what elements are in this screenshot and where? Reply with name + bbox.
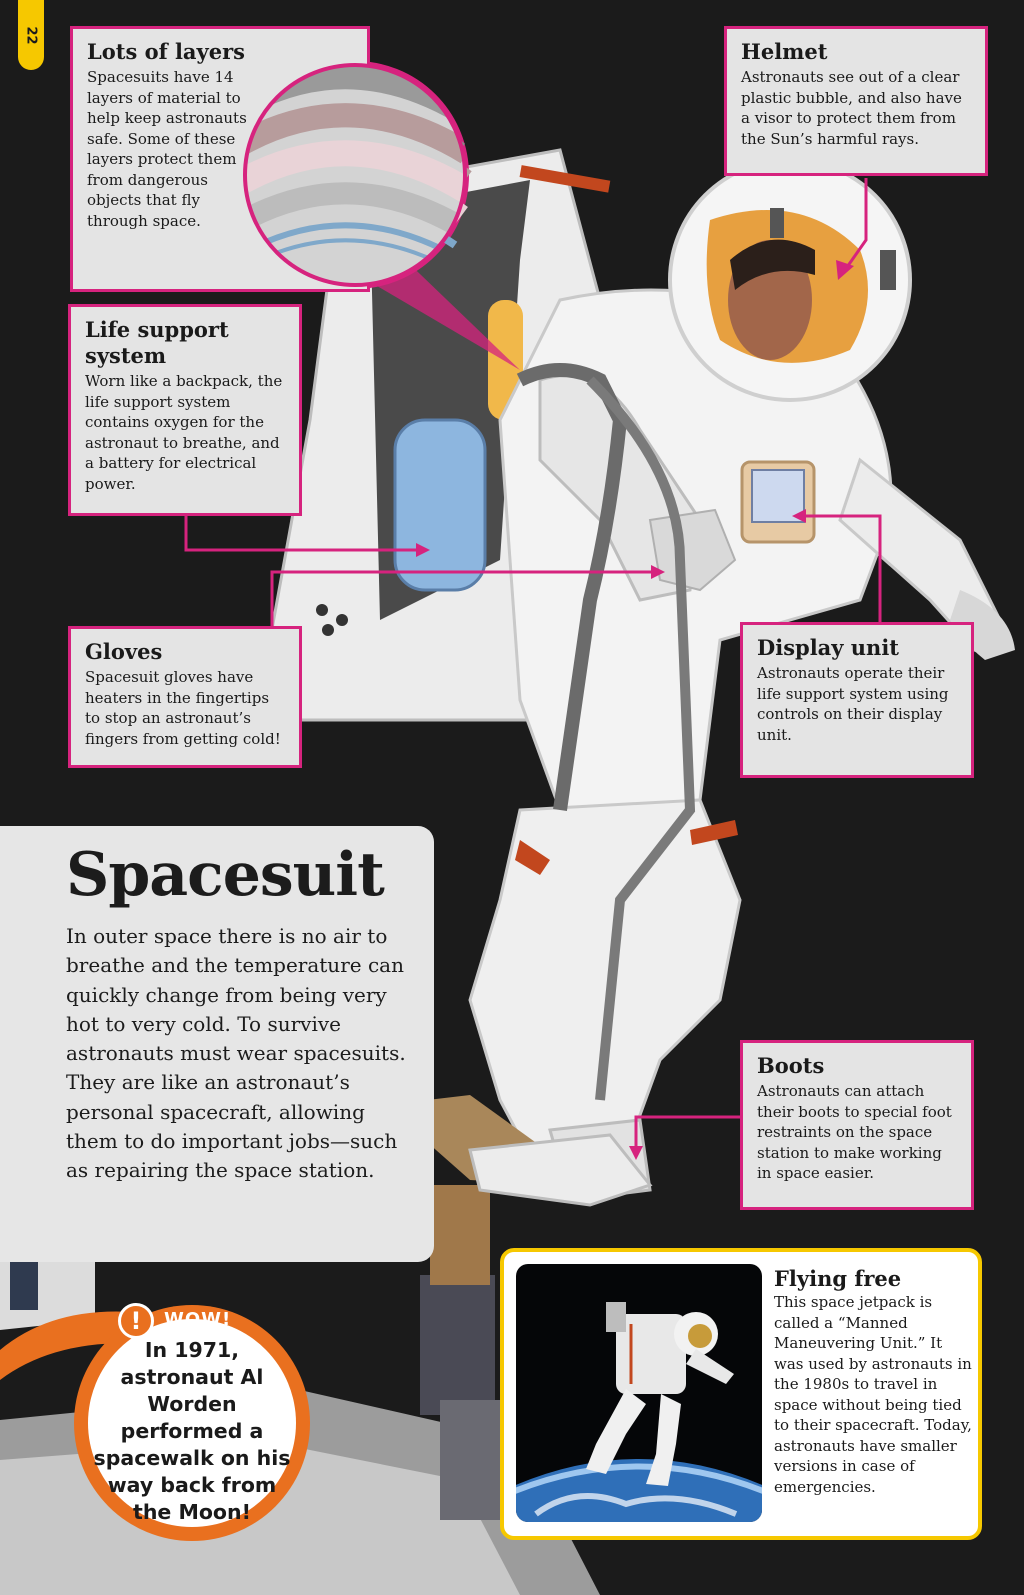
wow-fact-badge: In 1971, astronaut Al Worden performed a… [74, 1303, 310, 1541]
callout-title: Life support system [85, 317, 229, 368]
helmet [668, 158, 912, 402]
exclamation-icon: ! [118, 1303, 154, 1339]
callout-text: Astronauts can attach their boots to spe… [757, 1082, 952, 1182]
intro-text: In outer space there is no air to breath… [66, 924, 406, 1183]
flying-free-text-block: Flying free This space jetpack is called… [774, 1266, 974, 1497]
callout-text: Worn like a backpack, the life support s… [85, 372, 283, 493]
callout-title: Display unit [757, 635, 900, 660]
flying-free-title: Flying free [774, 1266, 902, 1291]
callout-arrowheads [416, 260, 854, 1160]
page-number-top: 22 [18, 0, 44, 70]
flying-free-text: This space jetpack is called a “Manned M… [774, 1293, 972, 1496]
callout-text: Astronauts operate their life support sy… [757, 664, 949, 744]
callout-text: Spacesuits have 14 layers of material to… [87, 68, 247, 230]
callout-text: Spacesuit gloves have heaters in the fin… [85, 668, 281, 748]
callout-gloves: Gloves Spacesuit gloves have heaters in … [68, 626, 302, 768]
wow-label: WOW! [164, 1309, 232, 1330]
wow-fact-body: In 1971, astronaut Al Worden performed a… [88, 1319, 296, 1527]
callout-lines [184, 178, 882, 1150]
layers-zoom-overlay [243, 63, 467, 287]
callout-title: Gloves [85, 639, 163, 664]
spacesuit-intro-panel: Spacesuit In outer space there is no air… [0, 826, 434, 1262]
callout-display-unit: Display unit Astronauts operate their li… [740, 622, 974, 778]
flying-free-box: Flying free This space jetpack is called… [500, 1248, 982, 1540]
spacesuit-body [468, 288, 1015, 1202]
callout-helmet: Helmet Astronauts see out of a clear pla… [724, 26, 988, 176]
callout-boots: Boots Astronauts can attach their boots … [740, 1040, 974, 1210]
callout-title: Helmet [741, 39, 828, 64]
mmu-astronaut-photo [516, 1264, 762, 1522]
wow-fact-text: In 1971, astronaut Al Worden performed a… [93, 1337, 291, 1524]
callout-title: Lots of layers [87, 39, 245, 64]
callout-life-support: Life support system Worn like a backpack… [68, 304, 302, 516]
callout-text: Astronauts see out of a clear plastic bu… [741, 68, 962, 148]
callout-title: Boots [757, 1053, 825, 1078]
page-title: Spacesuit [66, 840, 385, 910]
